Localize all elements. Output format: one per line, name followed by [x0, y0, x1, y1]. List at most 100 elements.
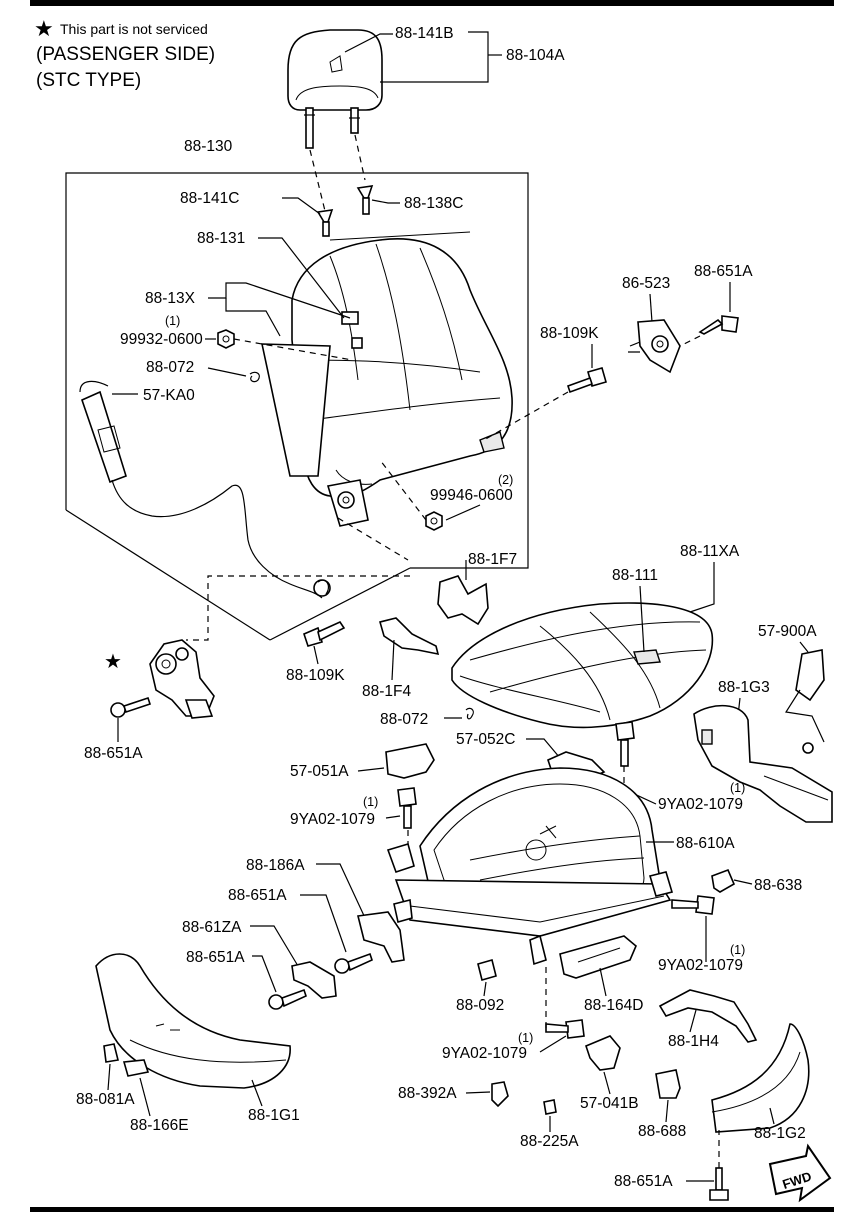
qty-9YA02-b: (1) — [363, 795, 378, 809]
clip-88-225A — [543, 1099, 557, 1115]
clip-88-072-upper — [249, 371, 260, 383]
label-88-225A: 88-225A — [520, 1133, 579, 1150]
label-88-638: 88-638 — [754, 877, 802, 894]
knob-88-166E — [122, 1059, 150, 1077]
stc-type-heading: (STC TYPE) — [36, 70, 141, 91]
bolt-88-109K-bottom — [303, 620, 346, 647]
label-88-13X: 88-13X — [145, 290, 196, 307]
cover-88-1F4 — [379, 617, 440, 656]
label-88-1H4: 88-1H4 — [668, 1033, 719, 1050]
bolt-88-651A-left — [110, 696, 152, 718]
label-88-072-upper: 88-072 — [146, 359, 194, 376]
bottom-rule — [30, 1207, 834, 1212]
label-88-1G2: 88-1G2 — [754, 1125, 806, 1142]
label-88-651A-left: 88-651A — [84, 745, 143, 762]
star-symbol: ★ — [34, 16, 54, 41]
bolt-9YA02-1079-lower — [545, 1019, 585, 1039]
headrest-guide-line-left — [309, 149, 327, 216]
seat-cushion — [451, 602, 714, 729]
label-88-130: 88-130 — [184, 138, 233, 155]
nut-99932 — [217, 329, 235, 349]
nut-99946 — [425, 511, 443, 531]
bolt-9YA02-1079-upper-right — [615, 721, 635, 767]
bolt-88-651A-low — [268, 988, 307, 1010]
seatback-rear-panel — [261, 343, 331, 477]
star-marker: ★ — [104, 651, 122, 673]
bracket-88-61ZA — [291, 961, 337, 999]
label-88-072-lower: 88-072 — [380, 711, 428, 728]
label-88-610A: 88-610A — [676, 835, 735, 852]
label-88-651A-top: 88-651A — [694, 263, 753, 280]
bracket-88-186A — [357, 911, 405, 963]
label-88-392A: 88-392A — [398, 1085, 457, 1102]
clip-88-688 — [655, 1069, 681, 1099]
label-88-1F7: 88-1F7 — [468, 551, 517, 568]
heater-harness — [79, 380, 331, 599]
label-9YA02-1079-a: 9YA02-1079 — [658, 796, 743, 813]
label-57-051A: 57-051A — [290, 763, 349, 780]
label-88-166E: 88-166E — [130, 1117, 189, 1134]
side-shield-88-1G2 — [711, 1023, 810, 1133]
label-88-109K-top: 88-109K — [540, 325, 599, 342]
label-88-688: 88-688 — [638, 1123, 686, 1140]
label-88-138C: 88-138C — [404, 195, 463, 212]
header-block: ★ This part is not serviced (PASSENGER S… — [34, 16, 215, 91]
knob-88-081A — [103, 1043, 119, 1063]
label-9YA02-1079-c: 9YA02-1079 — [658, 957, 743, 974]
label-99946-0600: 99946-0600 — [430, 487, 513, 504]
label-88-081A: 88-081A — [76, 1091, 135, 1108]
clip-88-638 — [711, 868, 736, 893]
qty-99946: (2) — [498, 473, 513, 487]
cover-57-041B — [585, 1035, 621, 1071]
not-serviced-note: This part is not serviced — [60, 21, 208, 37]
side-cover-88-1G3 — [693, 704, 833, 823]
clip-88-092 — [477, 959, 497, 981]
bracket-86-523 — [628, 319, 681, 374]
label-88-109K-bottom: 88-109K — [286, 667, 345, 684]
bolt-9YA02-1079-upper-left — [397, 787, 417, 829]
qty-9YA02-a: (1) — [730, 781, 745, 795]
seatback-frame-box — [65, 172, 529, 569]
label-88-141B: 88-141B — [395, 25, 454, 42]
headrest-guide-right — [356, 185, 374, 215]
cover-88-1F7 — [437, 575, 489, 626]
seatback-cushion — [291, 231, 513, 498]
label-88-651A-mid: 88-651A — [228, 887, 287, 904]
recliner-bracket — [326, 431, 505, 527]
clip-88-072-lower — [465, 707, 474, 720]
bolt-88-109K-top — [566, 367, 607, 394]
label-57-900A: 57-900A — [758, 623, 817, 640]
headrest-guide-left — [316, 209, 334, 237]
qty-9YA02-c: (1) — [730, 943, 745, 957]
fwd-arrow-icon: FWD — [768, 1143, 832, 1203]
cover-57-051A — [385, 743, 435, 779]
bolt-9YA02-1079-lower-right — [671, 895, 715, 915]
label-86-523: 86-523 — [622, 275, 670, 292]
label-9YA02-1079-d: 9YA02-1079 — [442, 1045, 527, 1062]
label-88-186A: 88-186A — [246, 857, 305, 874]
label-88-092: 88-092 — [456, 997, 504, 1014]
seatbelt-buckle — [785, 649, 825, 754]
bolt-88-651A-bottom — [709, 1167, 729, 1201]
side-shield-88-1G1 — [95, 953, 291, 1089]
clip-88-392A — [491, 1081, 509, 1108]
label-99932-0600: 99932-0600 — [120, 331, 203, 348]
label-88-131: 88-131 — [197, 230, 245, 247]
label-57-052C: 57-052C — [456, 731, 515, 748]
label-88-11XA: 88-11XA — [680, 543, 740, 560]
qty-99932: (1) — [165, 314, 180, 328]
recliner-motor — [149, 639, 215, 719]
passenger-side-heading: (PASSENGER SIDE) — [36, 44, 215, 65]
qty-9YA02-d: (1) — [518, 1031, 533, 1045]
label-88-141C: 88-141C — [180, 190, 239, 207]
label-88-1G3: 88-1G3 — [718, 679, 770, 696]
label-9YA02-1079-b: 9YA02-1079 — [290, 811, 375, 828]
label-88-651A-low: 88-651A — [186, 949, 245, 966]
label-88-111: 88-111 — [612, 567, 658, 584]
bracket-88-164D — [559, 935, 637, 979]
label-88-651A-bottom: 88-651A — [614, 1173, 673, 1190]
harness-88-1H4 — [658, 989, 758, 1043]
label-88-1G1: 88-1G1 — [248, 1107, 300, 1124]
seat-frame-88-610A — [386, 767, 674, 966]
